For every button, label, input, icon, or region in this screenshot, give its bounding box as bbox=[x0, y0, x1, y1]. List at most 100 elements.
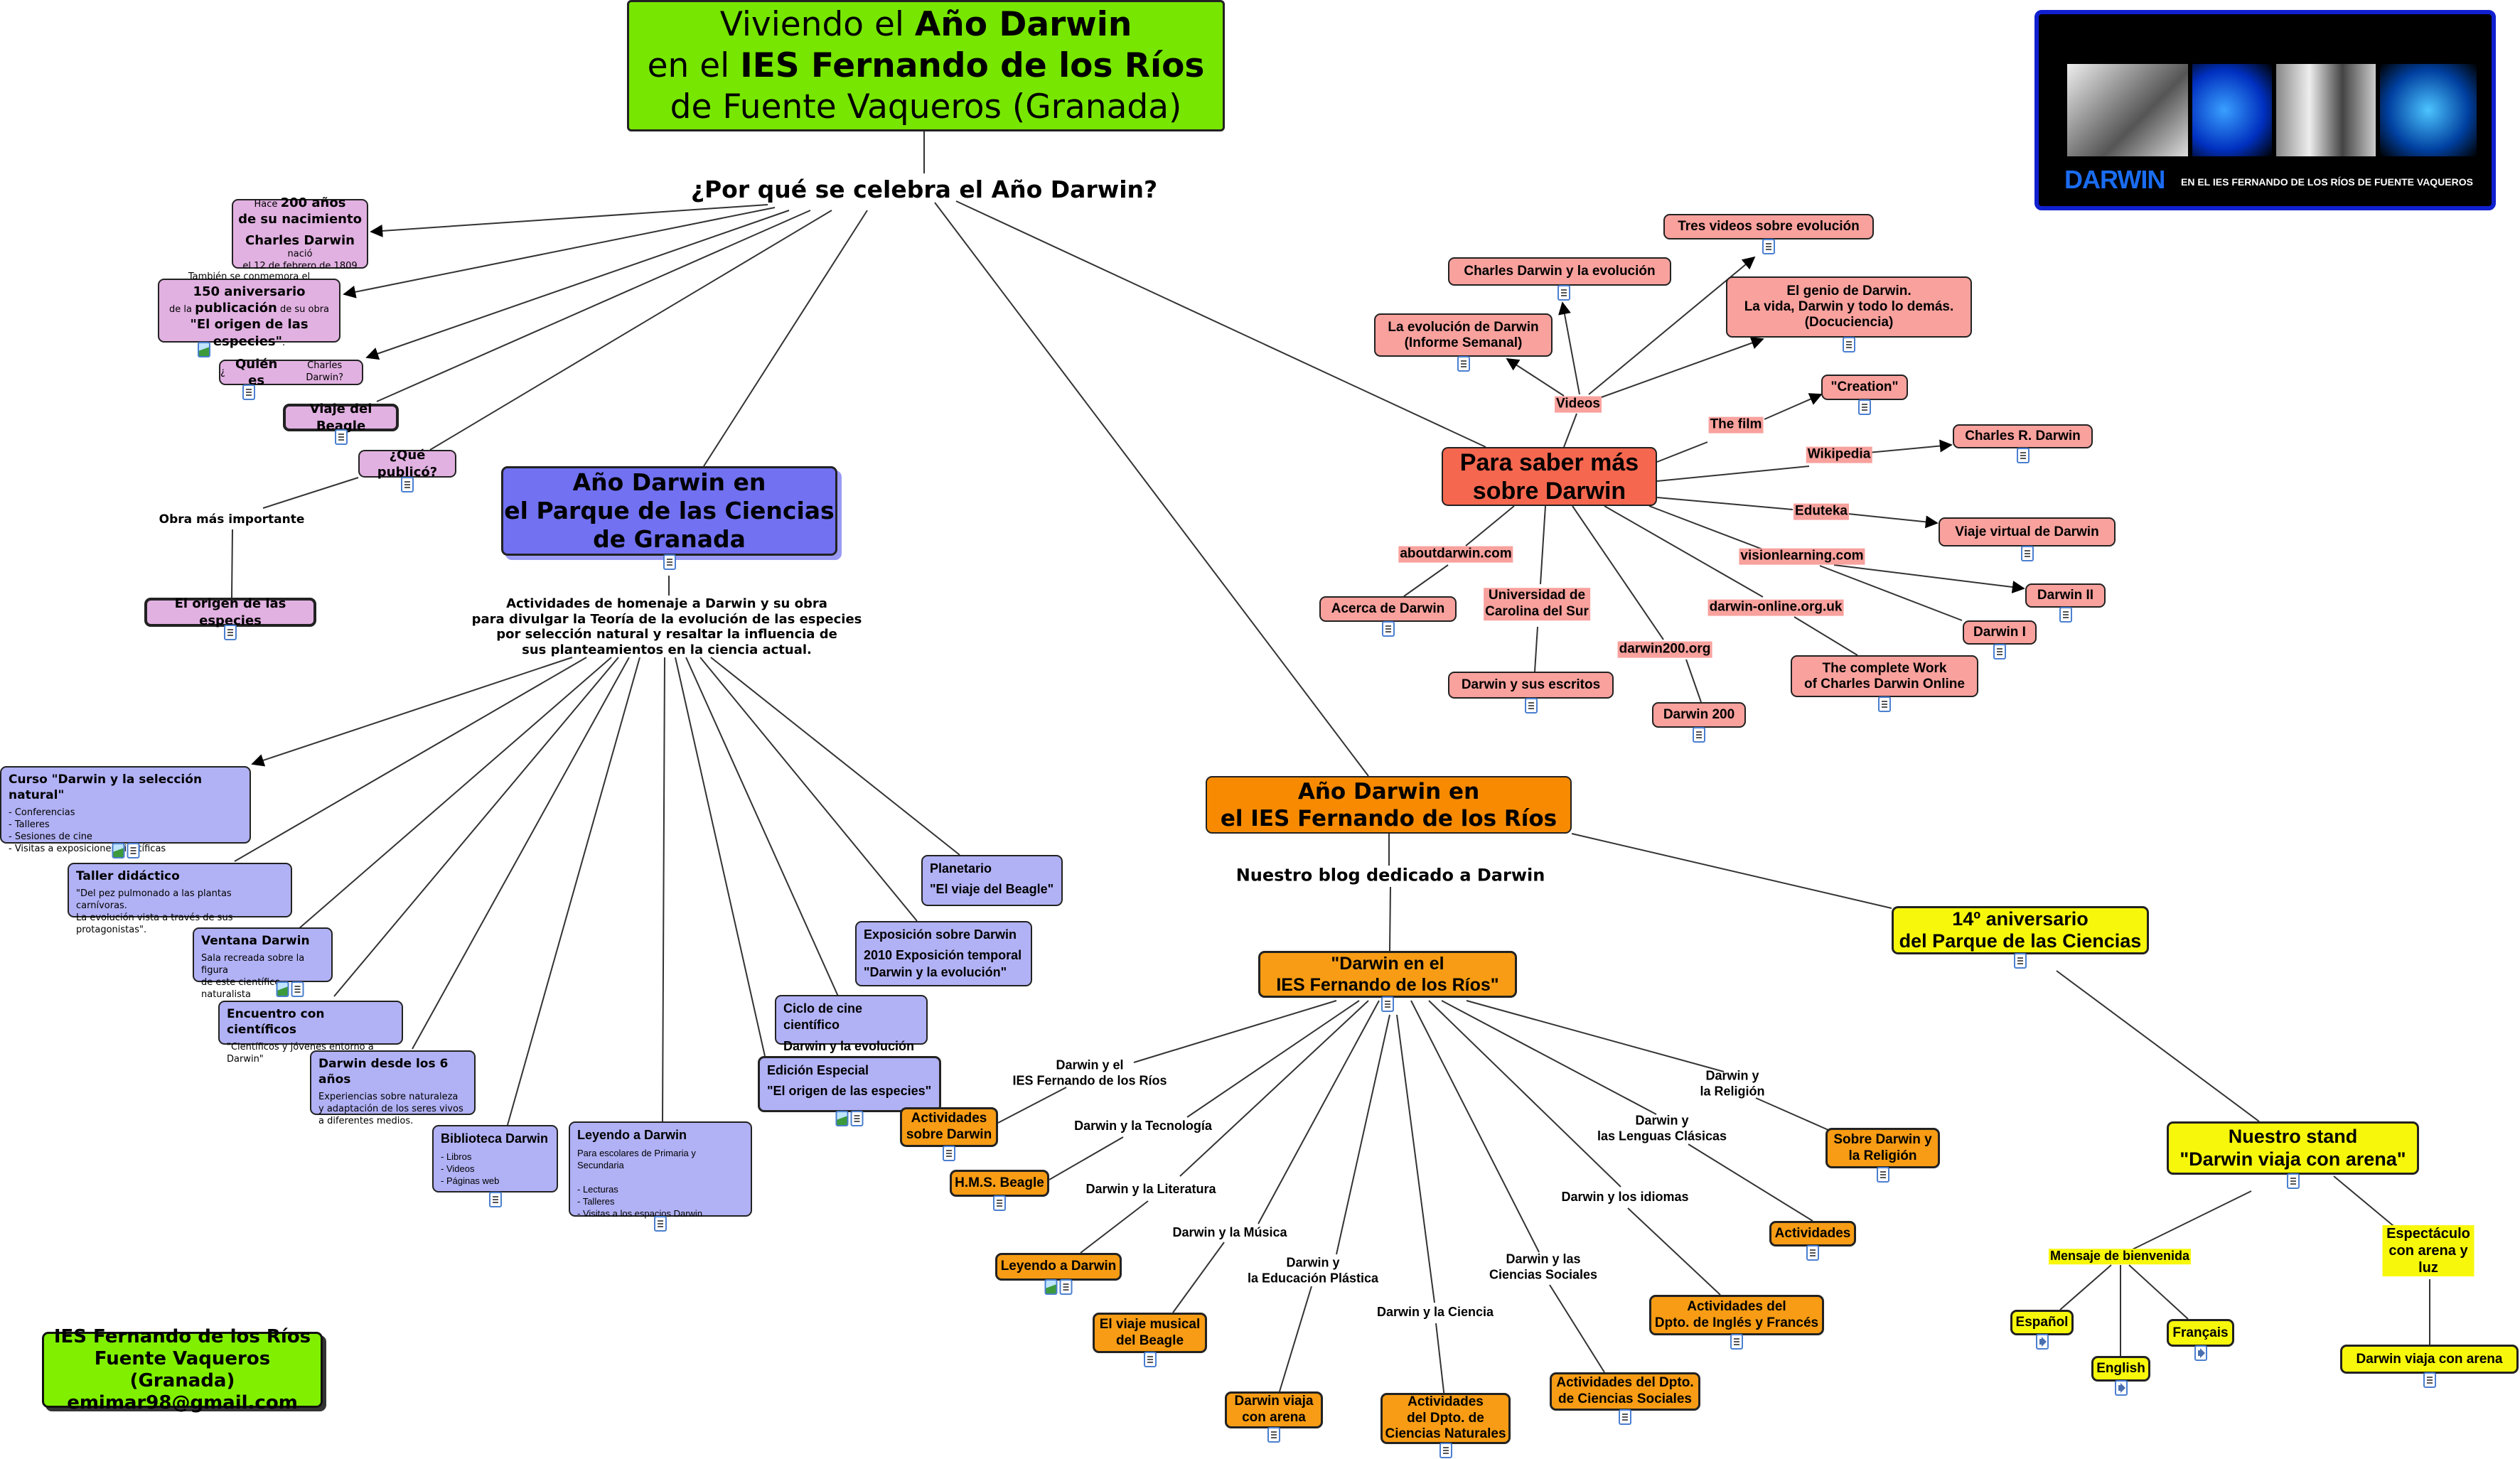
node-150-aniversario[interactable]: También se conmemora el 150 aniversario … bbox=[158, 271, 341, 357]
document-icon[interactable] bbox=[1524, 698, 1538, 714]
node-14-aniversario[interactable]: 14º aniversario del Parque de las Cienci… bbox=[1892, 906, 2149, 969]
resource-darwin-200[interactable]: Darwin 200 bbox=[1652, 702, 1746, 743]
document-icon[interactable] bbox=[1806, 1245, 1819, 1261]
branch-node[interactable]: H.M.S. Beagle bbox=[950, 1170, 1049, 1211]
node-para-saber-mas[interactable]: Para saber más sobre Darwin bbox=[1442, 447, 1657, 506]
branch-node[interactable]: Leyendo a Darwin bbox=[995, 1253, 1122, 1295]
audio-icon[interactable] bbox=[2114, 1380, 2128, 1396]
activity-encuentro[interactable]: Encuentro con científicos "Científicos y… bbox=[218, 1001, 403, 1065]
language-francais[interactable]: Français bbox=[2167, 1319, 2234, 1361]
node-el-origen[interactable]: El origen de las especies bbox=[144, 596, 316, 640]
document-icon[interactable] bbox=[334, 429, 348, 445]
document-icon[interactable] bbox=[488, 1192, 502, 1207]
resource-informe-semanal[interactable]: La evolución de Darwin (Informe Semanal) bbox=[1374, 313, 1553, 372]
activity-edicion-especial[interactable]: Edición Especial "El origen de las espec… bbox=[758, 1056, 941, 1126]
document-icon[interactable] bbox=[663, 554, 676, 570]
resource-creation[interactable]: "Creation" bbox=[1821, 375, 1908, 415]
darwin-logo-banner[interactable]: DARWIN EN EL IES FERNANDO DE LOS RÍOS DE… bbox=[2034, 10, 2496, 210]
document-icon[interactable] bbox=[1693, 727, 1705, 743]
image-icon[interactable] bbox=[112, 843, 124, 858]
document-icon[interactable] bbox=[1557, 285, 1571, 301]
image-icon[interactable] bbox=[198, 342, 211, 357]
document-icon[interactable] bbox=[224, 625, 237, 640]
branch-node[interactable]: El viaje musical del Beagle bbox=[1093, 1313, 1207, 1367]
document-icon[interactable] bbox=[1762, 239, 1775, 254]
image-icon[interactable] bbox=[835, 1111, 849, 1126]
document-icon[interactable] bbox=[1457, 356, 1470, 372]
language-espanol[interactable]: Español bbox=[2010, 1310, 2074, 1350]
branch-node[interactable]: Actividades del Dpto. de Ciencias Social… bbox=[1550, 1372, 1700, 1425]
resource-cd-evolucion[interactable]: Charles Darwin y la evolución bbox=[1448, 257, 1671, 301]
image-icon[interactable] bbox=[1044, 1279, 1058, 1295]
document-icon[interactable] bbox=[1876, 1167, 1889, 1183]
resource-darwin-i[interactable]: Darwin I bbox=[1963, 620, 2037, 659]
document-icon[interactable] bbox=[127, 843, 139, 858]
resource-tres-videos[interactable]: Tres videos sobre evolución bbox=[1663, 214, 1874, 254]
document-icon[interactable] bbox=[1878, 696, 1891, 712]
branch-node[interactable]: Actividades del Dpto. de Ciencias Natura… bbox=[1380, 1393, 1511, 1458]
resource-charles-r-darwin[interactable]: Charles R. Darwin bbox=[1953, 424, 2093, 463]
image-icon[interactable] bbox=[276, 981, 289, 997]
audio-icon[interactable] bbox=[2194, 1345, 2207, 1361]
document-icon[interactable] bbox=[1619, 1409, 1631, 1425]
activity-biblioteca[interactable]: Biblioteca Darwin - Libros - Videos - Pá… bbox=[432, 1125, 558, 1207]
resource-darwin-ii[interactable]: Darwin II bbox=[2025, 583, 2106, 623]
document-icon[interactable] bbox=[1381, 621, 1395, 637]
node-que-publico[interactable]: ¿Qué publicó? bbox=[358, 448, 456, 492]
link-obra-importante: Obra más importante bbox=[159, 512, 305, 527]
document-icon[interactable] bbox=[2016, 448, 2030, 463]
resource-acerca[interactable]: Acerca de Darwin bbox=[1319, 596, 1457, 637]
document-icon[interactable] bbox=[1730, 1334, 1743, 1350]
document-icon[interactable] bbox=[1059, 1279, 1073, 1295]
resource-escritos[interactable]: Darwin y sus escritos bbox=[1448, 672, 1614, 714]
document-icon[interactable] bbox=[654, 1216, 667, 1232]
document-icon[interactable] bbox=[1381, 996, 1394, 1012]
activity-ciclo-cine[interactable]: Ciclo de cine científico Darwin y la evo… bbox=[775, 995, 928, 1053]
node-ano-darwin-ies[interactable]: Año Darwin en el IES Fernando de los Río… bbox=[1206, 776, 1572, 834]
node-200-anos[interactable]: Hace 200 años de su nacimiento Charles D… bbox=[232, 195, 368, 271]
branch-node[interactable]: Actividades del Dpto. de Inglés y Francé… bbox=[1649, 1295, 1824, 1350]
resource-viaje-virtual[interactable]: Viaje virtual de Darwin bbox=[1939, 517, 2116, 561]
sand-art-grey bbox=[2276, 64, 2376, 156]
document-icon[interactable] bbox=[1858, 399, 1871, 415]
activity-curso[interactable]: Curso "Darwin y la selección natural" - … bbox=[0, 766, 251, 858]
document-icon[interactable] bbox=[1143, 1352, 1157, 1367]
branch-node[interactable]: Sobre Darwin y la Religión bbox=[1825, 1128, 1940, 1183]
document-icon[interactable] bbox=[2423, 1372, 2436, 1388]
document-icon[interactable] bbox=[850, 1111, 864, 1126]
document-icon[interactable] bbox=[2020, 546, 2034, 561]
activity-leyendo[interactable]: Leyendo a Darwin Para escolares de Prima… bbox=[569, 1121, 752, 1232]
node-nuestro-stand[interactable]: Nuestro stand "Darwin viaja con arena" bbox=[2167, 1121, 2419, 1189]
activity-taller[interactable]: Taller didáctico "Del pez pulmonado a la… bbox=[68, 863, 292, 935]
document-icon[interactable] bbox=[401, 477, 414, 492]
branch-node[interactable]: Actividades sobre Darwin bbox=[900, 1107, 998, 1161]
document-icon[interactable] bbox=[242, 384, 255, 400]
activity-exposicion[interactable]: Exposición sobre Darwin 2010 Exposición … bbox=[855, 921, 1032, 986]
node-viaje-beagle[interactable]: Viaje del Beagle bbox=[283, 402, 399, 445]
document-icon[interactable] bbox=[943, 1146, 955, 1161]
document-icon[interactable] bbox=[2014, 953, 2027, 969]
document-icon[interactable] bbox=[2286, 1173, 2300, 1189]
document-icon[interactable] bbox=[1267, 1427, 1280, 1443]
node-quien-es[interactable]: ¿Quién es Charles Darwin? bbox=[219, 357, 363, 400]
branch-node[interactable]: Actividades bbox=[1769, 1221, 1856, 1261]
document-icon[interactable] bbox=[1843, 337, 1855, 352]
document-icon[interactable] bbox=[2059, 607, 2072, 623]
audio-icon[interactable] bbox=[2035, 1334, 2049, 1350]
contact-email[interactable]: emimar98@gmail.com bbox=[67, 1391, 298, 1414]
node-parque-ciencias[interactable]: Año Darwin en el Parque de las Ciencias … bbox=[501, 466, 837, 570]
document-icon[interactable] bbox=[1993, 644, 2006, 659]
document-icon[interactable] bbox=[291, 981, 304, 997]
branch-node[interactable]: Darwin viaja con arena bbox=[1225, 1391, 1323, 1443]
branch-label: Darwin y la Educación Plástica bbox=[1247, 1255, 1379, 1285]
document-icon[interactable] bbox=[1439, 1443, 1452, 1458]
node-blog[interactable]: "Darwin en el IES Fernando de los Ríos" bbox=[1258, 951, 1517, 1012]
activity-6-anos[interactable]: Darwin desde los 6 años Experiencias sob… bbox=[310, 1050, 476, 1126]
resource-genio-darwin[interactable]: El genio de Darwin. La vida, Darwin y to… bbox=[1726, 276, 1972, 352]
language-english[interactable]: English bbox=[2091, 1356, 2150, 1396]
activity-ventana[interactable]: Ventana Darwin Sala recreada sobre la fi… bbox=[193, 927, 333, 1000]
node-darwin-viaja-arena[interactable]: Darwin viaja con arena bbox=[2340, 1345, 2519, 1388]
resource-complete-work[interactable]: The complete Work of Charles Darwin Onli… bbox=[1791, 655, 1978, 712]
activity-planetario[interactable]: Planetario "El viaje del Beagle" bbox=[921, 855, 1063, 906]
document-icon[interactable] bbox=[993, 1195, 1006, 1211]
